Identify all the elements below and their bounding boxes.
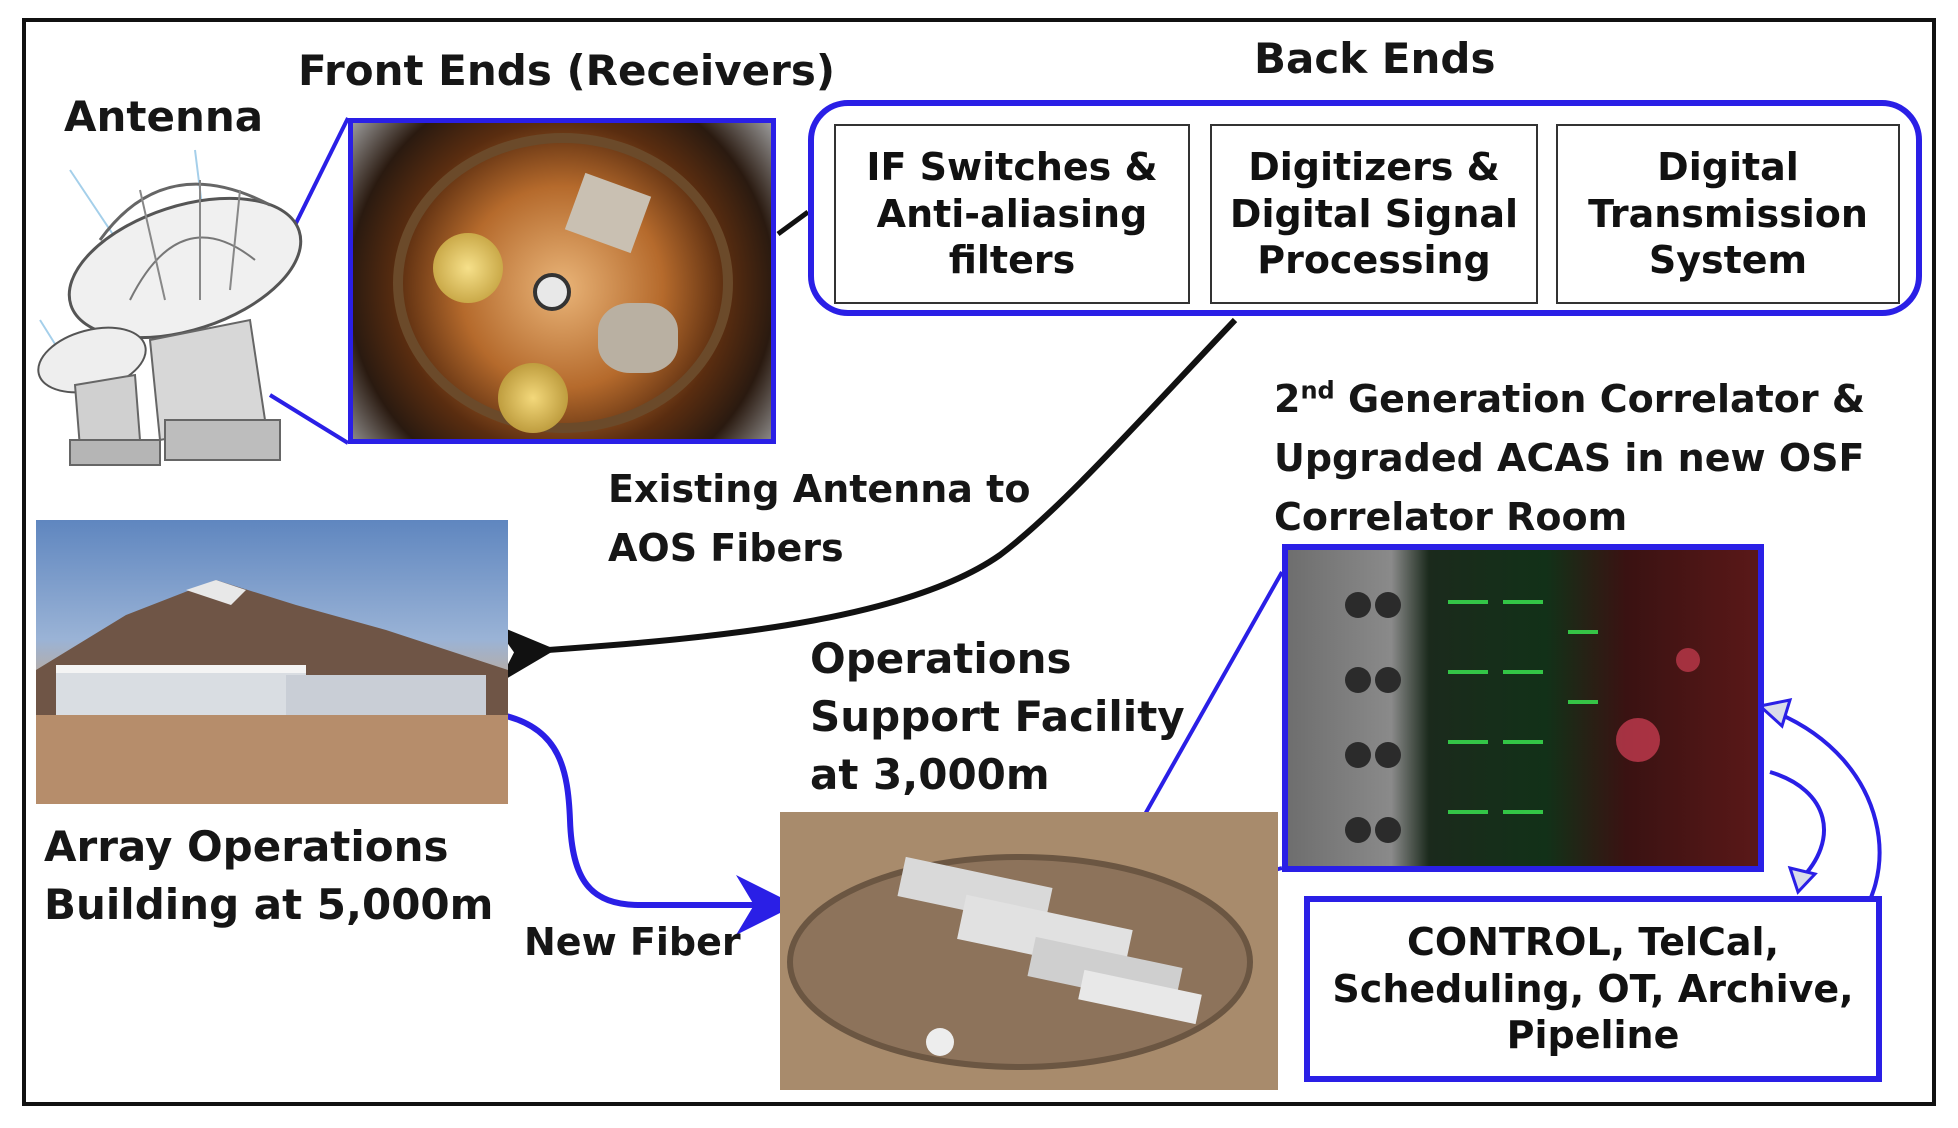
antenna-zoom-line-top: [256, 117, 350, 301]
antenna-zoom-line-bottom: [268, 393, 350, 445]
osf-photo: [780, 812, 1278, 1090]
back-ends-title: Back Ends: [1254, 34, 1496, 83]
front-ends-title: Front Ends (Receivers): [298, 46, 836, 95]
arrowhead-up: [1756, 698, 1793, 729]
aob-label: Array Operations Building at 5,000m: [44, 822, 494, 929]
digital-transmission-label: Digital Transmission System: [1588, 145, 1868, 283]
cryostat-ring: [393, 133, 733, 433]
receiver-center: [533, 273, 571, 311]
software-box: CONTROL, TelCal, Scheduling, OT, Archive…: [1304, 896, 1882, 1082]
existing-fibers-arrow: [493, 317, 1238, 684]
software-label: CONTROL, TelCal, Scheduling, OT, Archive…: [1332, 920, 1854, 1058]
if-switches-label: IF Switches & Anti-aliasing filters: [866, 145, 1158, 283]
receiver-cartridge: [598, 303, 678, 373]
osf-label: Operations Support Facility at 3,000m: [810, 634, 1185, 799]
new-fiber-arrow: [505, 713, 796, 935]
correlator-photo: [1282, 544, 1764, 872]
digital-transmission-box: Digital Transmission System: [1556, 124, 1900, 304]
correlator-line1: Generation Correlator &: [1334, 377, 1865, 421]
new-fiber-label: New Fiber: [524, 920, 741, 964]
aob-photo: [36, 520, 508, 804]
arrowhead-down: [1787, 865, 1818, 895]
correlator-to-software-arrow: [1769, 770, 1826, 882]
frontend-backend-link: [776, 209, 810, 237]
correlator-number: 2: [1274, 377, 1301, 421]
antenna-title: Antenna: [64, 92, 264, 141]
correlator-line2: Upgraded ACAS in new OSF: [1274, 435, 1865, 480]
aob-photo-scene: [36, 580, 508, 804]
back-ends-container: [808, 100, 1922, 316]
if-switches-box: IF Switches & Anti-aliasing filters: [834, 124, 1190, 304]
receiver-cartridge: [433, 233, 503, 303]
correlator-superscript: nd: [1300, 376, 1335, 405]
diagram-frame: [22, 18, 1936, 1106]
digitizers-box: Digitizers & Digital Signal Processing: [1210, 124, 1538, 304]
receiver-cartridge: [498, 363, 568, 433]
correlator-line3: Correlator Room: [1274, 494, 1628, 539]
receiver-photo: [348, 118, 776, 444]
existing-fibers-label: Existing Antenna to AOS Fibers: [608, 467, 1031, 570]
correlator-caption: 2nd Generation Correlator & Upgraded ACA…: [1274, 370, 1865, 547]
osf-photo-scene: [780, 812, 1278, 1090]
digitizers-label: Digitizers & Digital Signal Processing: [1229, 145, 1519, 283]
correlator-photo-scene: [1345, 592, 1700, 843]
